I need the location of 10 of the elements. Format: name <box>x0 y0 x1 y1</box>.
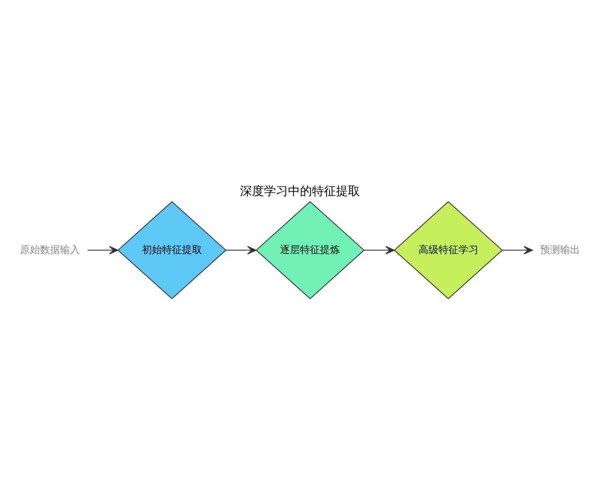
node-text: 预测输出 <box>540 244 580 256</box>
diagram-title: 深度学习中的特征提取 <box>240 184 360 198</box>
arrow <box>87 245 118 254</box>
node-diamond: 初始特征提取 <box>117 200 226 299</box>
arrow <box>226 245 256 254</box>
node-diamond: 逐层特征提炼 <box>256 200 365 299</box>
arrow <box>364 245 395 254</box>
node-text: 原始数据输入 <box>20 244 80 256</box>
arrow <box>502 245 533 254</box>
node-diamond: 高级特征学习 <box>394 200 503 299</box>
